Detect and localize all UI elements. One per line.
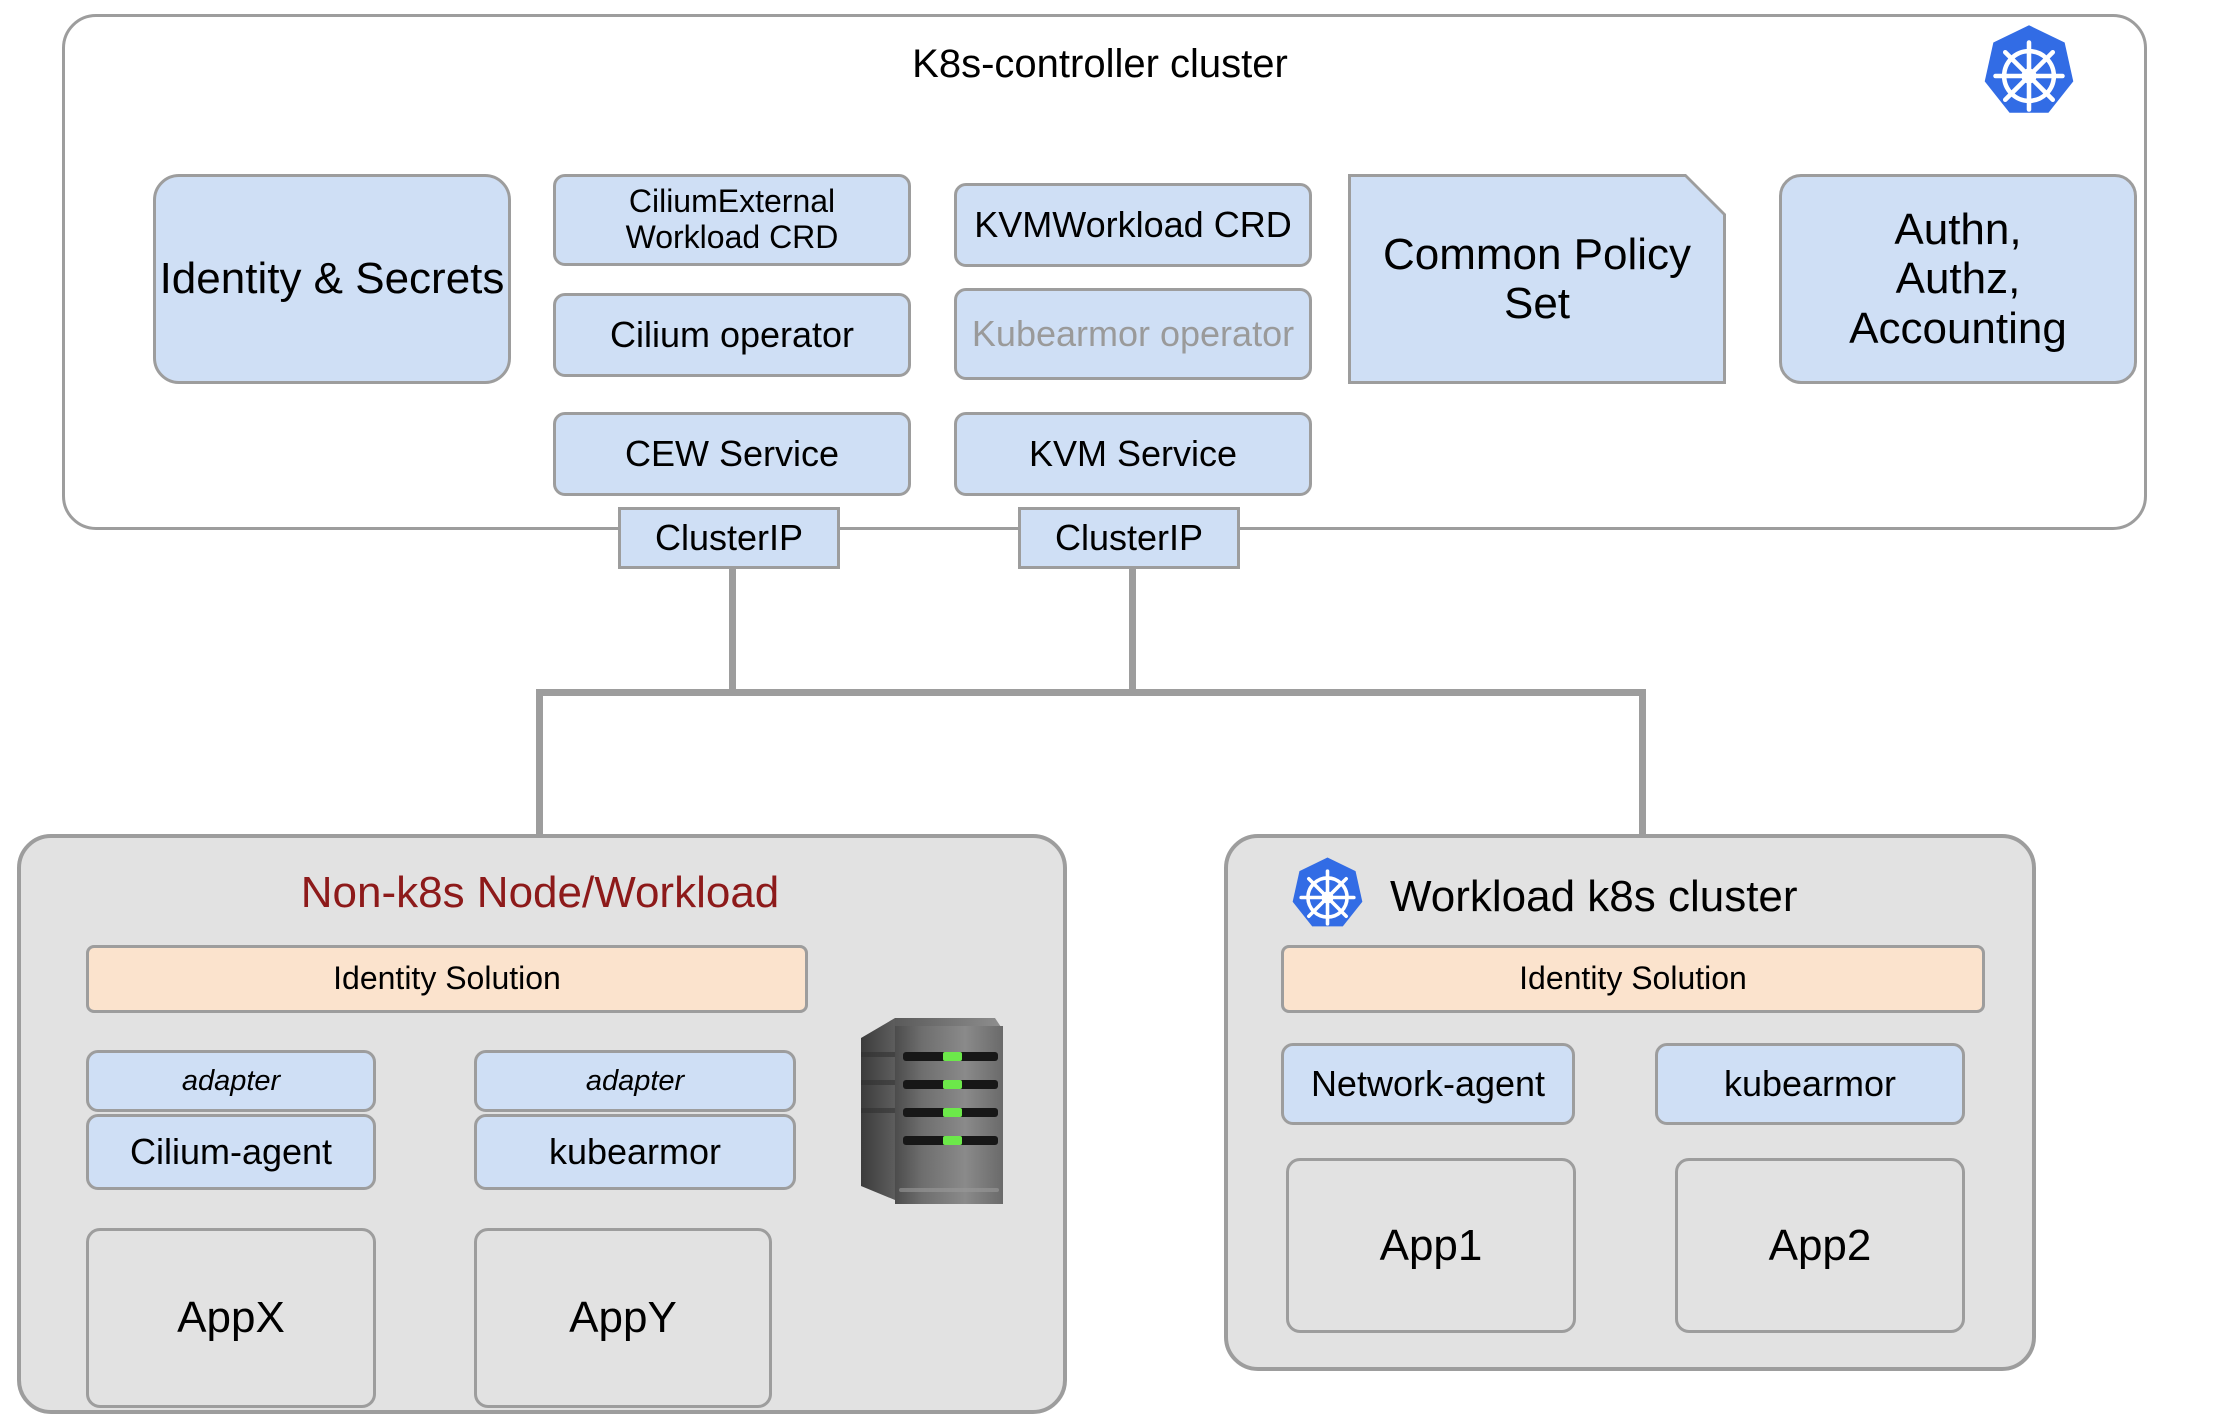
clusterip-left-box[interactable]: ClusterIP (618, 507, 840, 569)
kvm-workload-crd-box[interactable]: KVMWorkload CRD (954, 183, 1312, 267)
note-fill (1351, 177, 1723, 381)
cilium-agent-box[interactable]: Cilium-agent (86, 1114, 376, 1190)
connector-clusterip-left-vertical (729, 565, 736, 695)
non-k8s-kubearmor-box[interactable]: kubearmor (474, 1114, 796, 1190)
connector-clusterip-right-vertical (1129, 565, 1136, 695)
cilium-operator-box[interactable]: Cilium operator (553, 293, 911, 377)
connector-bus-horizontal (536, 689, 1646, 696)
server-tower-icon (855, 1010, 1010, 1220)
appx-box[interactable]: AppX (86, 1228, 376, 1408)
clusterip-right-box[interactable]: ClusterIP (1018, 507, 1240, 569)
non-k8s-adapter-right-box[interactable]: adapter (474, 1050, 796, 1112)
cilium-external-workload-crd-box[interactable]: CiliumExternal Workload CRD (553, 174, 911, 266)
network-agent-box[interactable]: Network-agent (1281, 1043, 1575, 1125)
identity-and-secrets-box[interactable]: Identity & Secrets (153, 174, 511, 384)
workload-cluster-kubernetes-logo-icon (1285, 855, 1370, 940)
workload-kubearmor-box[interactable]: kubearmor (1655, 1043, 1965, 1125)
app1-box[interactable]: App1 (1286, 1158, 1576, 1333)
connector-bus-left-drop (536, 689, 543, 844)
connector-bus-right-drop (1639, 689, 1646, 844)
workload-cluster-title: Workload k8s cluster (1390, 872, 1798, 922)
common-policy-set-box[interactable]: Common Policy Set (1348, 174, 1726, 384)
kubearmor-operator-box[interactable]: Kubearmor operator (954, 288, 1312, 380)
appy-box[interactable]: AppY (474, 1228, 772, 1408)
authn-authz-accounting-box[interactable]: Authn, Authz, Accounting (1779, 174, 2137, 384)
workload-identity-solution-box[interactable]: Identity Solution (1281, 945, 1985, 1013)
kubernetes-logo-icon (1975, 22, 2083, 130)
cew-service-box[interactable]: CEW Service (553, 412, 911, 496)
page-title: K8s-controller cluster (912, 41, 1288, 86)
kvm-service-box[interactable]: KVM Service (954, 412, 1312, 496)
non-k8s-identity-solution-box[interactable]: Identity Solution (86, 945, 808, 1013)
app2-box[interactable]: App2 (1675, 1158, 1965, 1333)
non-k8s-adapter-left-box[interactable]: adapter (86, 1050, 376, 1112)
common-policy-set-label: Common Policy Set (1382, 229, 1692, 328)
non-k8s-node-title: Non-k8s Node/Workload (300, 868, 780, 918)
